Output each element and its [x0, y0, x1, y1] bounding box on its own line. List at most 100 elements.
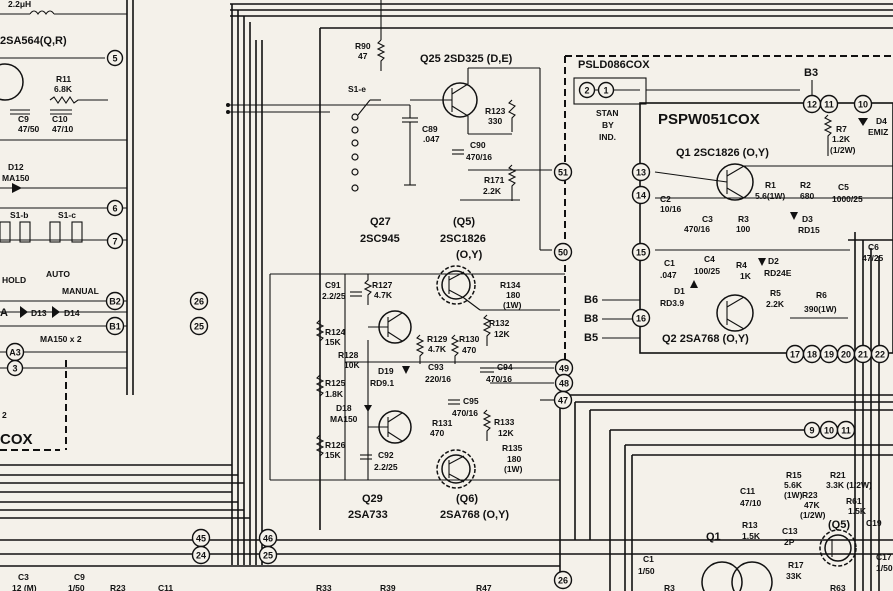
connector-node-label: 24: [196, 551, 206, 561]
r135-watt: (1W): [504, 464, 523, 474]
d3-symbol: [790, 212, 798, 220]
c13-value: 2P: [784, 537, 795, 547]
connector-node: 6: [106, 199, 124, 217]
c90-value: 470/16: [466, 152, 492, 162]
inductor-symbol: [29, 10, 55, 15]
r13-value: 1.5K: [742, 531, 761, 541]
c89-value: .047: [423, 134, 440, 144]
connector-node-label: 47: [558, 396, 568, 406]
r61-value: 1.5K: [848, 506, 867, 516]
connector-node-label: 1: [603, 86, 608, 96]
pspw-section: PSPW051COX Q1 2SC1826 (O,Y) R7 1.2K (1/2…: [584, 102, 893, 354]
connector-node-label: 15: [636, 248, 646, 258]
c11-value: 47/10: [740, 498, 762, 508]
d4-label: D4: [876, 116, 887, 126]
r7-watt: (1/2W): [830, 145, 856, 155]
d2-label: D2: [768, 256, 779, 266]
r4-label: R4: [736, 260, 747, 270]
r90-value: 47: [358, 51, 368, 61]
connector-node-label: 16: [636, 314, 646, 324]
hold-label: HOLD: [2, 275, 26, 285]
connector-node-label: 22: [875, 350, 885, 360]
d4-value: EMIZ: [868, 127, 888, 137]
r133-label: R133: [494, 417, 515, 427]
connector-node: 18: [802, 344, 822, 364]
r61-label: R61: [846, 496, 862, 506]
q29-label: Q29: [362, 493, 383, 505]
r90-label: R90: [355, 41, 371, 51]
r11-value: 6.8K: [54, 84, 73, 94]
a-left-label: A: [0, 307, 8, 319]
r130-label: R130: [459, 334, 480, 344]
r132-label: R132: [489, 318, 510, 328]
connector-node-label: 14: [636, 191, 646, 201]
r126-label: R126: [325, 440, 346, 450]
transistor-q25: [410, 67, 541, 250]
r124-label: R124: [325, 327, 346, 337]
c94-value: 470/16: [486, 374, 512, 384]
s1b-label: S1-b: [10, 210, 28, 220]
r133-value: 12K: [498, 428, 514, 438]
connector-node: 25: [258, 545, 278, 565]
q1-label: Q1 2SC1826 (O,Y): [676, 147, 769, 159]
connector-node: 46: [258, 528, 278, 548]
r2-value: 680: [800, 191, 814, 201]
c9-value: 47/50: [18, 124, 40, 134]
q1b-label: Q1: [706, 531, 721, 543]
q29-type: 2SA733: [348, 509, 388, 521]
r63-label: R63: [830, 583, 846, 591]
c10-value: 47/10: [52, 124, 74, 134]
bottom-left-section: C3 12 (M) C9 1/50 R23 C11 R33 R39 R47: [12, 572, 492, 591]
connector-node-label: 12: [807, 100, 817, 110]
r23-value: 47K: [804, 500, 820, 510]
transistor-q5: [436, 265, 476, 305]
q27-label: Q27: [370, 216, 391, 228]
d1-value: RD3.9: [660, 298, 684, 308]
connector-node-label: 51: [558, 168, 568, 178]
q5-type: 2SC1826: [440, 233, 486, 245]
two-left-label: 2: [2, 410, 7, 420]
c9b-value: 1/50: [68, 583, 85, 591]
r2-label: R2: [800, 180, 811, 190]
r11-label: R11: [56, 74, 71, 84]
q6-label: (Q6): [456, 493, 478, 505]
r17-value: 33K: [786, 571, 802, 581]
connector-node-label: 25: [194, 322, 204, 332]
connector-node-label: 6: [112, 204, 117, 214]
stan-label: STAN: [596, 108, 619, 118]
ind-label: IND.: [599, 132, 616, 142]
c17-label: C17: [876, 552, 892, 562]
c11b-label: C11: [158, 583, 173, 591]
q6-type: 2SA768 (O,Y): [440, 509, 509, 521]
r128-label: R128: [338, 350, 359, 360]
r129-label: R129: [427, 334, 448, 344]
q27-type: 2SC945: [360, 233, 400, 245]
transistor-q6: [436, 449, 476, 489]
r127-value: 4.7K: [374, 290, 393, 300]
c5-label: C5: [838, 182, 849, 192]
connector-node: 26: [189, 291, 209, 311]
d4-symbol: [858, 118, 868, 126]
c9b-label: C9: [74, 572, 85, 582]
transistor-q5-lower: [819, 529, 857, 567]
connector-node: B2: [105, 291, 125, 311]
connector-node: 7: [106, 232, 124, 250]
connector-node-label: 26: [558, 576, 568, 586]
connector-node: 10: [819, 420, 839, 440]
q5b-label: (Q5): [828, 519, 850, 531]
connector-node-label: 21: [858, 350, 868, 360]
c6-label: C6: [868, 242, 879, 252]
connector-node-label: 9: [809, 426, 814, 436]
r123-value: 330: [488, 116, 502, 126]
d19-symbol: [402, 366, 410, 374]
c13-label: C13: [782, 526, 798, 536]
connector-node: 22: [870, 344, 890, 364]
r1-label: R1: [765, 180, 776, 190]
connector-node: 13: [631, 162, 651, 182]
r134-label: R134: [500, 280, 521, 290]
connector-node-label: 48: [559, 379, 569, 389]
connector-node: 47: [553, 390, 573, 410]
connector-node: 19: [819, 344, 839, 364]
